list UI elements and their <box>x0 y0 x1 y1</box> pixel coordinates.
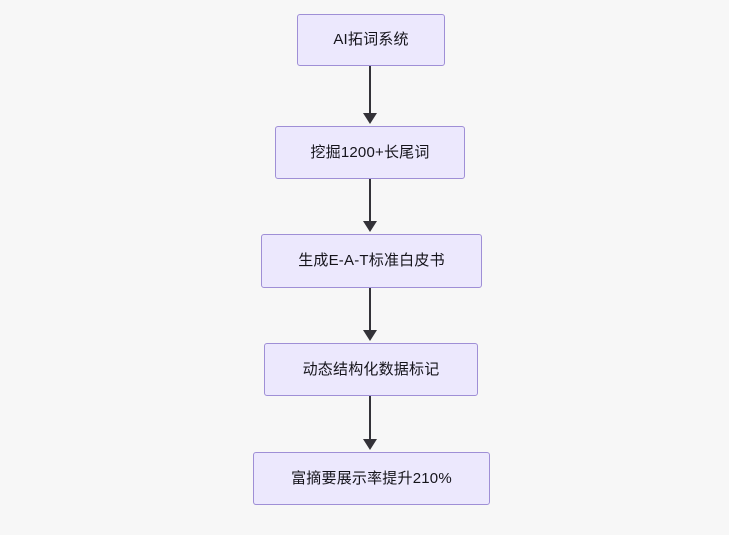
flow-node-label: 动态结构化数据标记 <box>302 360 440 378</box>
flow-edge-n0-n1 <box>369 66 371 114</box>
flow-node-rich-snippet-rate-increase[interactable]: 富摘要展示率提升210% <box>253 452 490 505</box>
flow-node-label: 挖掘1200+长尾词 <box>310 143 430 161</box>
flow-node-dynamic-structured-data-markup[interactable]: 动态结构化数据标记 <box>264 343 478 396</box>
flow-arrowhead-n0-n1 <box>363 113 377 124</box>
flow-edge-n1-n2 <box>369 179 371 222</box>
flow-node-label: 生成E-A-T标准白皮书 <box>298 252 445 269</box>
flow-node-mine-longtail-keywords[interactable]: 挖掘1200+长尾词 <box>275 126 465 179</box>
flow-node-label: 富摘要展示率提升210% <box>291 469 452 487</box>
flow-edge-n3-n4 <box>369 396 371 440</box>
flow-node-ai-keyword-system[interactable]: AI拓词系统 <box>297 14 445 66</box>
flow-arrowhead-n2-n3 <box>363 330 377 341</box>
flow-node-generate-eat-whitepaper[interactable]: 生成E-A-T标准白皮书 <box>261 234 482 288</box>
flow-edge-n2-n3 <box>369 288 371 331</box>
flow-arrowhead-n1-n2 <box>363 221 377 232</box>
flow-node-label: AI拓词系统 <box>333 31 409 48</box>
flow-arrowhead-n3-n4 <box>363 439 377 450</box>
